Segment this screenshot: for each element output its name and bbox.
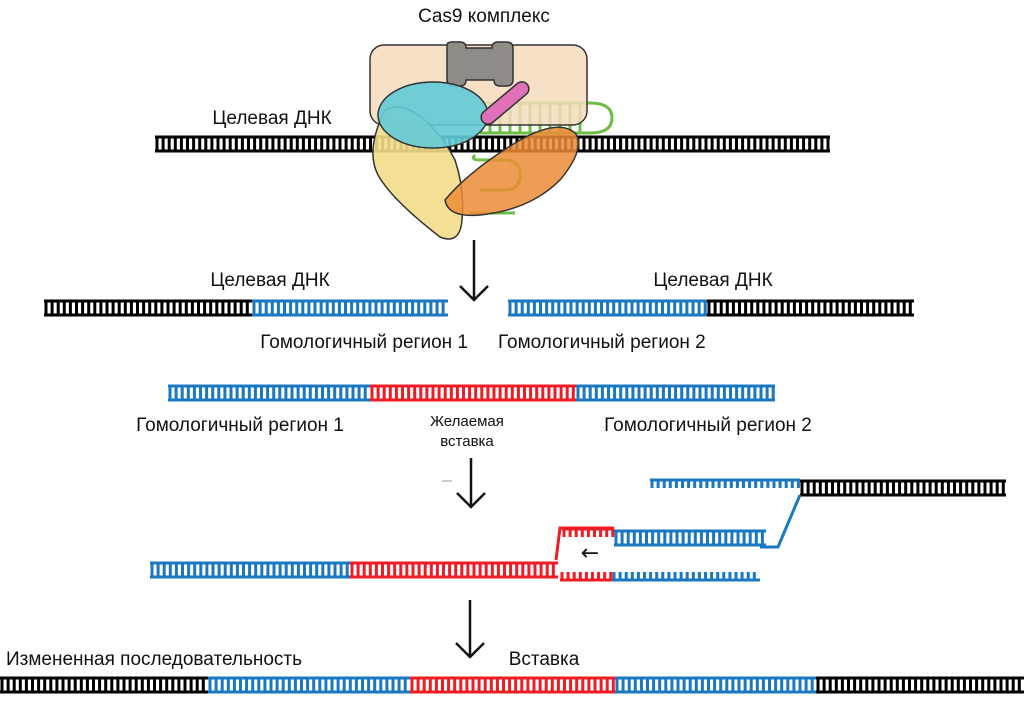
target-dna-label-left: Целевая ДНК (210, 270, 329, 291)
final-target-left (0, 676, 208, 694)
cas9-orange-domain (444, 126, 580, 217)
modified-sequence (0, 676, 1024, 694)
final-homology-1 (208, 676, 410, 694)
final-homology-2 (615, 676, 816, 694)
lower-homology-single (612, 572, 760, 582)
donor-homology-1 (168, 384, 370, 402)
cut-dna-left-homology (252, 299, 448, 317)
donor-template (168, 384, 775, 402)
cut-dna-left (44, 299, 448, 317)
homology-region-1-label-step3: Гомологичный регион 1 (136, 415, 344, 436)
invading-homology-duplex (614, 529, 766, 547)
guide-rna (480, 101, 614, 135)
top-right-target-duplex (800, 479, 1006, 497)
cut-dna-left-target (44, 299, 252, 317)
repair-intermediate: ← (150, 478, 1006, 582)
target-dna-label-top: Целевая ДНК (212, 108, 331, 129)
insert-label-final: Вставка (509, 649, 580, 670)
target-dna-strand-top (155, 135, 830, 153)
final-target-right (816, 676, 1024, 694)
homology-region-2-label-step2: Гомологичный регион 2 (498, 332, 706, 353)
cut-dna-right (508, 299, 914, 317)
synthesis-direction-arrow: ← (581, 541, 599, 566)
lower-insert-single (560, 572, 613, 582)
down-arrow-3 (455, 600, 485, 659)
modified-sequence-label: Измененная последовательность (6, 649, 302, 670)
cut-dna-right-homology (508, 299, 707, 317)
donor-homology-2 (576, 384, 775, 402)
cas9-pink-helix (480, 81, 530, 125)
down-arrow-1 (459, 240, 489, 302)
cas9-gray-domain (446, 41, 514, 87)
homology-region-1-label-step2: Гомологичный регион 1 (260, 332, 468, 353)
new-synthesis-rungs (562, 527, 615, 537)
final-insert (410, 676, 615, 694)
homology-region-2-label-step3: Гомологичный регион 2 (604, 415, 812, 436)
top-right-single-strand (650, 478, 800, 488)
invading-strand-link (760, 494, 802, 549)
cas9-complex (369, 41, 614, 240)
repair-insert (350, 561, 558, 579)
donor-insert (370, 384, 576, 402)
cas9-complex-label: Cas9 комплекс (418, 6, 550, 27)
cas9-cyan-domain (377, 81, 489, 149)
cut-dna-right-target (707, 299, 914, 317)
down-arrow-2 (456, 458, 486, 509)
desired-insert-label-line2: вставка (440, 433, 494, 450)
repair-homology-1 (150, 561, 350, 579)
desired-insert-label-line1: Желаемая (430, 413, 504, 430)
target-dna-top (155, 135, 830, 153)
target-dna-label-right: Целевая ДНК (653, 270, 772, 291)
